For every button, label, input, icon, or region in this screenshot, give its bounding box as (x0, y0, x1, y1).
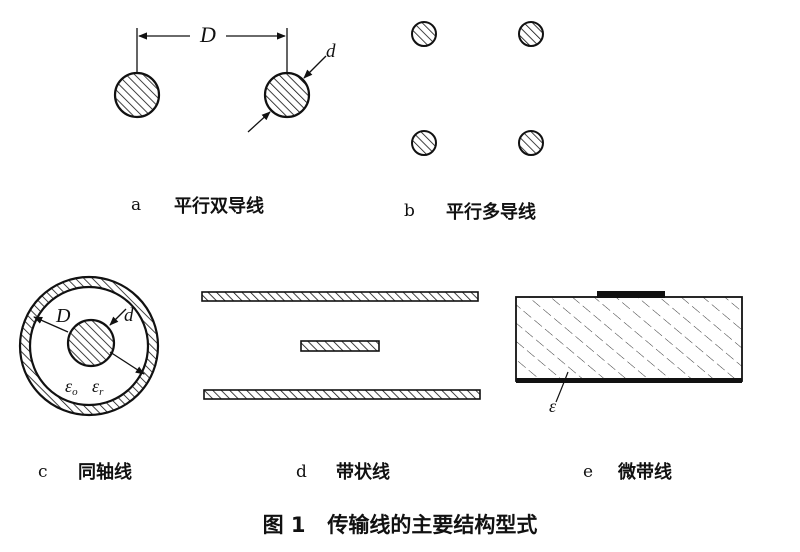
dim-label-D-coax: D (55, 305, 71, 327)
figure-caption: 图 1 传输线的主要结构型式 (263, 513, 538, 537)
wire-b-bottom-left (411, 130, 437, 156)
epsilon-0-label: εo (65, 376, 78, 398)
wire-right (263, 71, 311, 119)
wire-b-bottom-right (518, 130, 544, 156)
substrate-leader-line (555, 371, 569, 403)
ground-plane-bottom (203, 389, 481, 400)
panel-d-caption: 带状线 (336, 461, 390, 483)
panel-c-coaxial: D d εo εr c 同轴线 (18, 275, 160, 483)
wire-left (113, 71, 161, 119)
dim-label-d: d (326, 41, 336, 62)
inner-conductor (66, 318, 116, 368)
dim-D-arrow-left (33, 316, 69, 333)
wire-b-top-left (411, 21, 437, 47)
dim-D-arrow-right (109, 351, 145, 375)
substrate (515, 296, 743, 382)
panel-b-letter: b (404, 201, 415, 221)
panel-b-caption: 平行多导线 (446, 201, 536, 223)
dim-label-d-coax: d (124, 305, 134, 326)
substrate-epsilon-label: ε (549, 396, 557, 416)
dim-arrow-d-lower (247, 111, 271, 133)
panel-a-parallel-two-wire: D d a 平行双导线 (113, 22, 336, 217)
microstrip-conductor (597, 291, 665, 298)
wire-b-top-right (518, 21, 544, 47)
panel-c-caption: 同轴线 (78, 461, 132, 483)
ground-plane-top (201, 291, 479, 302)
panel-a-letter: a (131, 195, 141, 215)
panel-e-microstrip: ε e 微带线 (515, 291, 743, 483)
epsilon-r-label: εr (92, 376, 104, 398)
panel-e-caption: 微带线 (617, 461, 672, 483)
panel-b-parallel-multi-wire: b 平行多导线 (404, 21, 544, 223)
panel-d-stripline: d 带状线 (201, 291, 481, 483)
panel-e-letter: e (583, 462, 593, 482)
center-strip (300, 340, 380, 352)
panel-a-caption: 平行双导线 (174, 195, 264, 217)
dim-d-arrow (109, 308, 127, 326)
ground-plane (516, 378, 742, 383)
panel-c-letter: c (38, 462, 48, 482)
dim-label-D: D (199, 22, 216, 47)
dim-arrow-d-upper (303, 55, 327, 79)
panel-d-letter: d (296, 462, 307, 482)
